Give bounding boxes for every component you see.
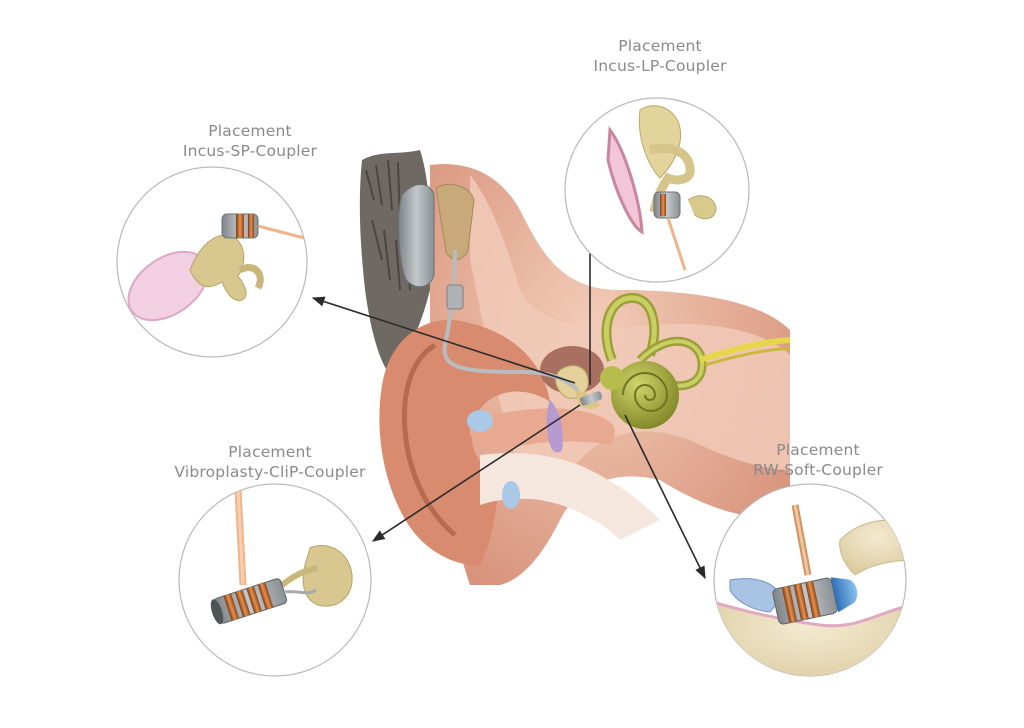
fmt-device: [653, 191, 681, 219]
eardrum-icon: [606, 125, 644, 235]
caption-coupler-name: Incus-LP-Coupler: [593, 57, 727, 75]
eardrum: [546, 400, 563, 453]
fmt-device: [772, 577, 858, 625]
implant-device: [398, 184, 580, 392]
malleus: [638, 105, 682, 179]
caption-title: Placement: [228, 443, 312, 461]
arrow-to-vibroplasty-clip: [371, 404, 581, 542]
ear-anatomy: [359, 150, 791, 585]
fmt-device: [210, 578, 288, 625]
caption-title: Placement: [208, 122, 292, 140]
arrow-to-incus-sp: [311, 296, 576, 384]
inner-ear: [600, 293, 707, 429]
caption-title: Placement: [618, 37, 702, 55]
canal-membrane-upper: [467, 410, 493, 432]
demodulator: [446, 284, 464, 310]
inset-incus-lp: [564, 97, 750, 283]
caption-title: Placement: [776, 441, 860, 459]
stapes: [687, 195, 717, 220]
inset-rw-soft: [713, 483, 907, 677]
fmt-main: [580, 391, 603, 406]
caption-incus-sp: Placement Incus-SP-Coupler: [150, 121, 350, 161]
canal-membrane-lower: [502, 481, 520, 509]
implant-magnet: [435, 184, 475, 260]
canal-bone: [480, 453, 660, 540]
inset-vibroplasty-clip: [178, 483, 372, 677]
soft-coupler-tip: [830, 577, 858, 613]
auditory-nerve: [699, 337, 791, 363]
inset-incus-sp: [116, 166, 308, 358]
caption-coupler-name: RW-Soft-Coupler: [753, 461, 883, 479]
auricle: [379, 319, 550, 566]
caption-coupler-name: Incus-SP-Coupler: [182, 142, 318, 160]
caption-coupler-name: Vibroplasty-CliP-Coupler: [174, 463, 366, 481]
arrow-to-rw-soft: [624, 414, 706, 580]
caption-incus-lp: Placement Incus-LP-Coupler: [560, 36, 760, 76]
caption-rw-soft: Placement RW-Soft-Coupler: [718, 440, 918, 480]
caption-vibroplasty-clip: Placement Vibroplasty-CliP-Coupler: [150, 442, 390, 482]
